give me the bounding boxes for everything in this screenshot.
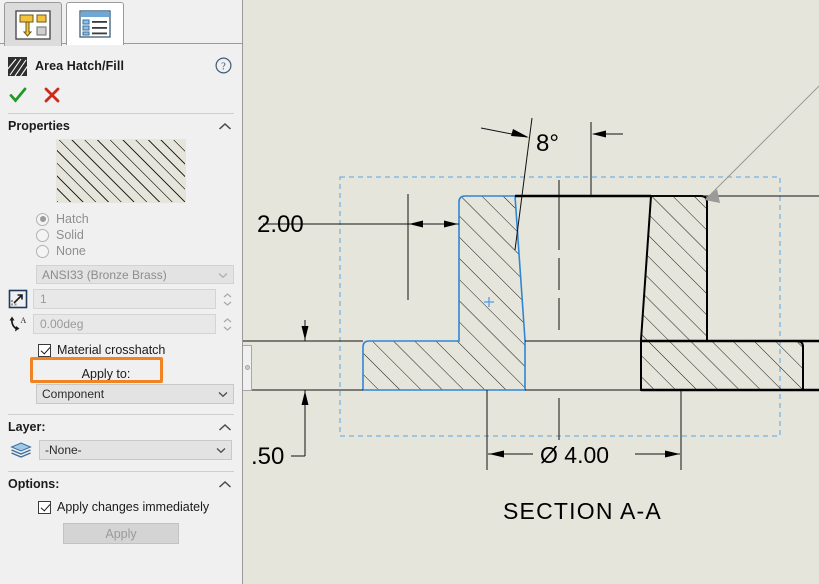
splitter-grip-dot <box>245 365 250 370</box>
help-question-icon[interactable]: ? <box>215 57 232 74</box>
hatch-angle-icon: A <box>9 316 27 332</box>
apply-button[interactable]: Apply <box>63 523 179 544</box>
fill-option-solid[interactable]: Solid <box>0 227 242 243</box>
fill-option-hatch[interactable]: Hatch <box>0 211 242 227</box>
right-section-hatch-fill <box>641 196 803 390</box>
layer-value: -None- <box>45 443 82 457</box>
chevron-down-icon <box>218 273 228 279</box>
section-view-drawing: 2.00 8° .50 <box>243 85 819 524</box>
selection-center-marker <box>484 297 494 307</box>
list-panel-icon <box>79 10 111 38</box>
layer-select-row: -None- <box>0 438 242 460</box>
feature-title: Area Hatch/Fill <box>35 59 125 73</box>
height-dimension[interactable]: .50 <box>243 320 353 470</box>
properties-section-header[interactable]: Properties <box>0 114 242 137</box>
width-arrow-left <box>409 220 423 228</box>
hatch-angle-input[interactable]: 0.00deg <box>33 314 216 334</box>
svg-text:A: A <box>21 316 27 325</box>
hatch-scale-stepper[interactable] <box>221 289 234 309</box>
diameter-dimension[interactable]: Ø 4.00 <box>486 390 682 470</box>
radio-hatch[interactable] <box>36 212 49 226</box>
fill-option-solid-label: Solid <box>56 228 84 242</box>
panel-tab-strip <box>0 0 242 46</box>
apply-to-label: Apply to: <box>81 367 131 381</box>
apply-to-select[interactable]: Component <box>36 384 234 404</box>
angle-dimension[interactable]: 8° <box>480 117 623 251</box>
options-title: Options: <box>8 477 60 491</box>
hatch-pattern-select[interactable]: ANSI33 (Bronze Brass) <box>36 265 234 284</box>
diameter-arrow-right <box>665 450 680 458</box>
layer-title: Layer: <box>8 420 46 434</box>
options-divider <box>8 471 234 472</box>
angle-ext-line-left <box>514 117 533 251</box>
property-manager-panel: Area Hatch/Fill ? Properties <box>0 0 243 584</box>
chevron-up-icon[interactable] <box>218 122 232 131</box>
drawing-canvas[interactable]: 2.00 8° .50 <box>243 0 819 584</box>
section-view-label[interactable]: SECTION A-A <box>503 498 662 524</box>
hatch-scale-row: 1 <box>0 284 242 309</box>
height-arrow-lower <box>301 391 309 405</box>
stepper-up-icon[interactable] <box>223 292 232 298</box>
stepper-down-icon[interactable] <box>223 301 232 306</box>
hatch-scale-input[interactable]: 1 <box>33 289 216 309</box>
confirm-bar <box>0 82 242 108</box>
angle-arrow-right <box>592 130 606 138</box>
width-dimension-text: 2.00 <box>257 211 304 238</box>
ok-button[interactable] <box>8 85 28 105</box>
layer-divider <box>8 414 234 415</box>
width-dimension[interactable]: 2.00 <box>257 194 459 300</box>
hatch-scale-icon <box>8 289 28 309</box>
chevron-down-icon <box>216 448 226 454</box>
header-divider <box>8 113 234 114</box>
apply-immediately-checkbox[interactable] <box>38 500 51 514</box>
layer-select[interactable]: -None- <box>39 440 232 460</box>
property-manager-tab[interactable] <box>4 2 62 46</box>
annotation-leader-line[interactable] <box>704 85 819 203</box>
hatch-pattern-value: ANSI33 (Bronze Brass) <box>42 267 167 282</box>
diameter-dimension-text: Ø 4.00 <box>540 442 609 468</box>
feature-header: Area Hatch/Fill ? <box>0 50 242 82</box>
material-crosshatch-label: Material crosshatch <box>57 343 166 357</box>
left-section-outline-selected[interactable] <box>362 195 526 391</box>
red-x-icon <box>44 87 60 103</box>
area-hatch-icon <box>8 56 27 76</box>
chevron-up-icon[interactable] <box>218 480 232 489</box>
configuration-manager-tab[interactable] <box>66 2 124 45</box>
panel-splitter-handle[interactable] <box>243 345 252 391</box>
hatch-angle-row: A 0.00deg <box>0 309 242 334</box>
material-crosshatch-checkbox[interactable] <box>38 343 51 357</box>
angle-arrow-left <box>511 129 529 138</box>
layers-stack-icon <box>10 442 32 458</box>
options-section-header[interactable]: Options: <box>0 472 242 495</box>
property-manager-icon <box>15 9 51 40</box>
selection-bounding-box <box>339 176 781 437</box>
chevron-up-icon[interactable] <box>218 423 232 432</box>
hatch-angle-stepper[interactable] <box>221 314 234 334</box>
properties-title: Properties <box>8 119 70 133</box>
apply-immediately-row[interactable]: Apply changes immediately <box>0 500 242 514</box>
hatch-swatch-preview <box>56 139 186 203</box>
radio-solid[interactable] <box>36 228 49 242</box>
width-arrow-right <box>444 220 458 228</box>
angle-dimension-text: 8° <box>536 130 559 157</box>
chevron-down-icon <box>218 392 228 398</box>
material-crosshatch-row[interactable]: Material crosshatch <box>0 343 242 357</box>
svg-text:?: ? <box>221 61 226 72</box>
diameter-arrow-left <box>489 450 504 458</box>
fill-option-hatch-label: Hatch <box>56 212 89 226</box>
layer-section-header[interactable]: Layer: <box>0 415 242 438</box>
stepper-up-icon[interactable] <box>223 317 232 323</box>
stepper-down-icon[interactable] <box>223 326 232 331</box>
fill-option-none[interactable]: None <box>0 243 242 259</box>
radio-none[interactable] <box>36 244 49 258</box>
fill-option-none-label: None <box>56 244 86 258</box>
apply-immediately-label: Apply changes immediately <box>57 500 210 514</box>
green-check-icon <box>9 87 27 103</box>
height-dimension-text: .50 <box>251 443 284 470</box>
height-arrow-upper <box>301 326 309 340</box>
apply-to-value: Component <box>42 387 105 401</box>
cancel-button[interactable] <box>42 85 62 105</box>
